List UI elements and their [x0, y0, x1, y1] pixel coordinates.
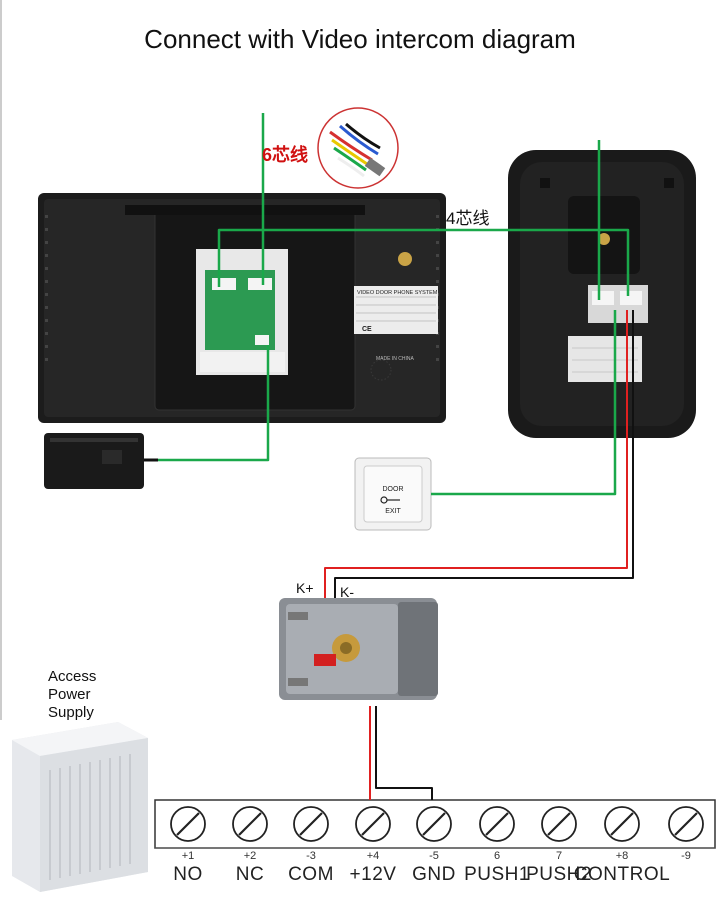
terminal-screw [355, 806, 391, 842]
terminal-number: 7 [555, 850, 563, 862]
adapter-wire [158, 345, 270, 462]
terminal-number: +4 [366, 850, 380, 862]
lock-black-wire [334, 310, 634, 598]
monitor-sticker-header: VIDEO DOOR PHONE SYSTEM [357, 290, 438, 296]
diagram-title: Connect with Video intercom diagram [144, 24, 576, 54]
power-supply-label-line: Access [48, 668, 97, 685]
power-adapter [44, 433, 158, 489]
six-core-wire-label: 6芯线 [262, 145, 309, 165]
terminal-screws [170, 806, 704, 842]
terminal-name: CONTROL [573, 864, 671, 885]
terminal-screw [541, 806, 577, 842]
terminal-number: -9 [681, 850, 691, 862]
terminal-number: 6 [493, 850, 501, 862]
terminal-name: PUSH1 [464, 864, 530, 885]
exit-button-line1: DOOR [383, 486, 404, 493]
four-core-wire [217, 228, 630, 296]
terminal-name: +12V [349, 864, 397, 885]
exit-button-wire [431, 310, 617, 496]
terminal-screw [416, 806, 452, 842]
exit-button-line2: EXIT [385, 508, 401, 515]
terminal-number: +8 [615, 850, 629, 862]
terminal-screw [170, 806, 206, 842]
terminal-name: PUSH2 [526, 864, 592, 885]
lock-red-wire [324, 310, 628, 598]
access-power-supply [12, 722, 148, 892]
terminal-screw [232, 806, 268, 842]
terminal-screw [668, 806, 704, 842]
made-in-label: MADE IN CHINA [376, 356, 414, 362]
ce-mark: CE [362, 326, 372, 333]
indoor-monitor: VIDEO DOOR PHONE SYSTEM CE MADE IN CHINA [38, 193, 446, 423]
terminal-name: COM [288, 864, 334, 885]
power-supply-label-line: Power [48, 686, 91, 703]
electric-lock [279, 598, 438, 700]
wire-inset [317, 107, 399, 189]
power-supply-label: Access Power Supply [48, 668, 138, 722]
exit-button: DOOR EXIT [354, 457, 432, 531]
lock-k-minus-label: K- [340, 584, 354, 600]
lock-k-plus-label: K+ [296, 580, 314, 596]
terminal-name: GND [412, 864, 456, 885]
terminal-number: +2 [243, 850, 257, 862]
terminal-number: -3 [306, 850, 316, 862]
four-core-wire-label: 4芯线 [446, 209, 490, 228]
terminal-screw [479, 806, 515, 842]
terminal-name: NO [173, 864, 203, 885]
terminal-screw [604, 806, 640, 842]
terminal-name: NC [235, 864, 265, 885]
power-black-wire [375, 706, 433, 800]
power-supply-label-line: Supply [48, 704, 94, 721]
terminal-screw [293, 806, 329, 842]
outdoor-camera [508, 150, 696, 438]
terminal-number: -5 [429, 850, 439, 862]
terminal-number: +1 [181, 850, 195, 862]
